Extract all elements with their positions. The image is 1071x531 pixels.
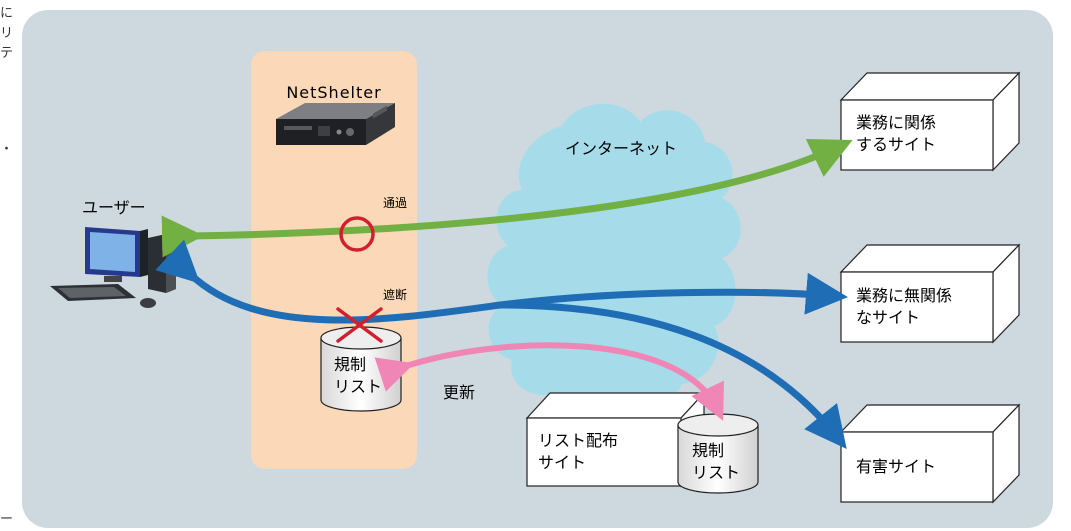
site-box-unrelated xyxy=(839,243,1021,344)
block-cross-icon xyxy=(336,307,383,343)
cutoff-text-5: ー xyxy=(0,512,14,527)
cutoff-text-1: に xyxy=(0,6,14,21)
user-label: ユーザー xyxy=(82,198,146,217)
block-arrow-harmful xyxy=(499,301,847,449)
pass-label: 通過 xyxy=(383,196,408,210)
update-label: 更新 xyxy=(443,383,476,402)
block-label: 遮断 xyxy=(383,288,408,302)
local-list-label: 規制 リスト xyxy=(334,355,383,396)
site-box-harmful xyxy=(839,403,1021,504)
pass-circle-icon xyxy=(339,216,375,252)
update-arrow xyxy=(374,342,724,421)
site-related-label: 業務に関係 するサイト xyxy=(856,113,937,154)
internet-label: インターネット xyxy=(565,139,678,158)
pass-arrow xyxy=(161,138,853,258)
product-name: NetShelter xyxy=(286,83,382,102)
site-harmful-label: 有害サイト xyxy=(856,457,937,476)
site-box-related xyxy=(839,71,1021,172)
cutoff-text-2: リ xyxy=(0,26,14,41)
remote-list-label: 規制 リスト xyxy=(692,441,741,482)
dist-site-label: リスト配布 サイト xyxy=(538,431,619,472)
site-unrelated-label: 業務に無関係 なサイト xyxy=(856,286,953,327)
cutoff-text-4: ・ xyxy=(0,142,14,157)
cutoff-text-3: テ xyxy=(0,46,14,61)
